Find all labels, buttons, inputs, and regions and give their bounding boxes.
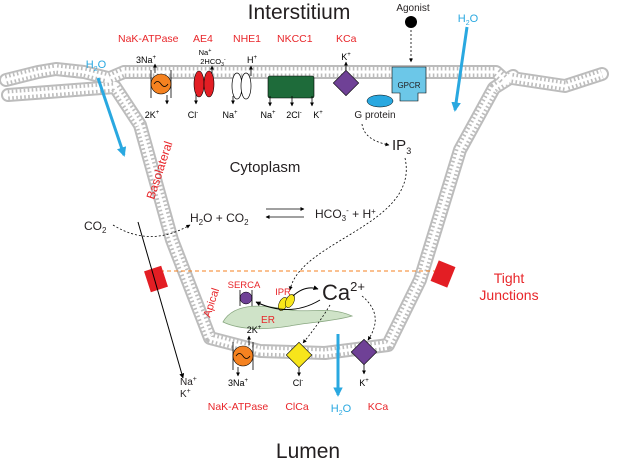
nhe1-exchanger (231, 65, 253, 105)
water-label-apical: H2O (331, 403, 352, 417)
apical-kca-k-label: K+ (359, 378, 369, 388)
water-arrow-right (451, 26, 469, 112)
water-label-right: H2O (458, 13, 479, 27)
nkcc1-k-label: K+ (313, 110, 323, 120)
nkcc1-label: NKCC1 (277, 33, 313, 45)
gpcr-label: GPCR (397, 81, 420, 90)
water-arrow-left (96, 77, 127, 157)
lumen-title: Lumen (276, 440, 340, 463)
ip3-label: IP3 (392, 137, 411, 156)
paracellular-k-label: K+ (180, 388, 191, 400)
nkcc1-cotransporter (267, 75, 315, 107)
agonist-label: Agonist (396, 3, 430, 14)
reaction-right: HCO3- + H+ (315, 206, 376, 223)
apical-kca-label: KCa (368, 401, 389, 413)
nhe1-h-label: H+ (247, 55, 258, 65)
nhe1-label: NHE1 (233, 33, 261, 45)
ca-to-serca-arrow (255, 299, 321, 311)
nak-na-label: 3Na+ (136, 55, 157, 65)
paracellular-na-label: Na+ (180, 376, 197, 388)
paracellular-arrow (137, 221, 185, 379)
ae4-cl-label: Cl- (188, 110, 199, 120)
calcium-label: Ca2+ (322, 279, 365, 305)
ca-to-kca-arrow (361, 295, 376, 341)
apical-nak-k-label: 2K+ (247, 325, 262, 335)
ip3-to-ipr-arrow (288, 157, 407, 291)
nak-k-label: 2K+ (145, 110, 160, 120)
gprotein-to-ip3-arrow (361, 123, 390, 147)
er-label: ER (261, 315, 275, 326)
clca-channel (285, 341, 313, 377)
serca-pump (239, 290, 253, 306)
gpcr-receptor (391, 66, 427, 102)
apical-kca-channel (350, 338, 378, 375)
nkcc1-cl-label: 2Cl- (286, 110, 302, 120)
co2-entry-arrow (112, 224, 191, 237)
apical-nak-atpase-pump (232, 335, 254, 377)
reaction-left: H2O + CO2 (190, 211, 249, 227)
ipr-channel (278, 294, 295, 311)
nkcc1-na-label: Na+ (260, 110, 276, 120)
ae4-label: AE4 (193, 33, 213, 45)
kca-k-label: K+ (341, 52, 351, 62)
clca-label: ClCa (285, 401, 308, 413)
apical-nak-atpase-label: NaK-ATPase (208, 401, 269, 413)
kca-label: KCa (336, 33, 357, 45)
co2-label: CO2 (84, 219, 107, 235)
tight-junction-right (430, 260, 456, 288)
interstitium-title: Interstitium (248, 1, 351, 24)
apical-nak-na-label: 3Na+ (228, 378, 249, 388)
nak-atpase-label: NaK-ATPase (118, 33, 179, 45)
nhe1-na-label: Na+ (222, 110, 238, 120)
ipr-label: IPR (275, 287, 291, 298)
tight-junctions-label-2: Junctions (479, 287, 538, 303)
g-protein-label: G protein (354, 110, 395, 121)
g-protein (366, 94, 394, 108)
ae4-hco3-label: 2HCO3- (200, 57, 226, 68)
clca-cl-label: Cl- (293, 378, 304, 388)
apical-label: Apical (201, 287, 222, 319)
tight-junction-left (144, 265, 168, 293)
nak-atpase-pump (150, 63, 172, 105)
kca-channel (332, 61, 360, 97)
tight-junctions-label: Tight (494, 270, 525, 286)
agonist-ball (405, 16, 417, 28)
ae4-exchanger (193, 65, 215, 105)
ipr-to-ca-arrow (292, 285, 319, 297)
serca-label: SERCA (228, 280, 261, 291)
water-label-left: H2O (86, 59, 107, 73)
ae4-na-label: Na+ (199, 48, 212, 57)
cytoplasm-label: Cytoplasm (230, 159, 301, 176)
